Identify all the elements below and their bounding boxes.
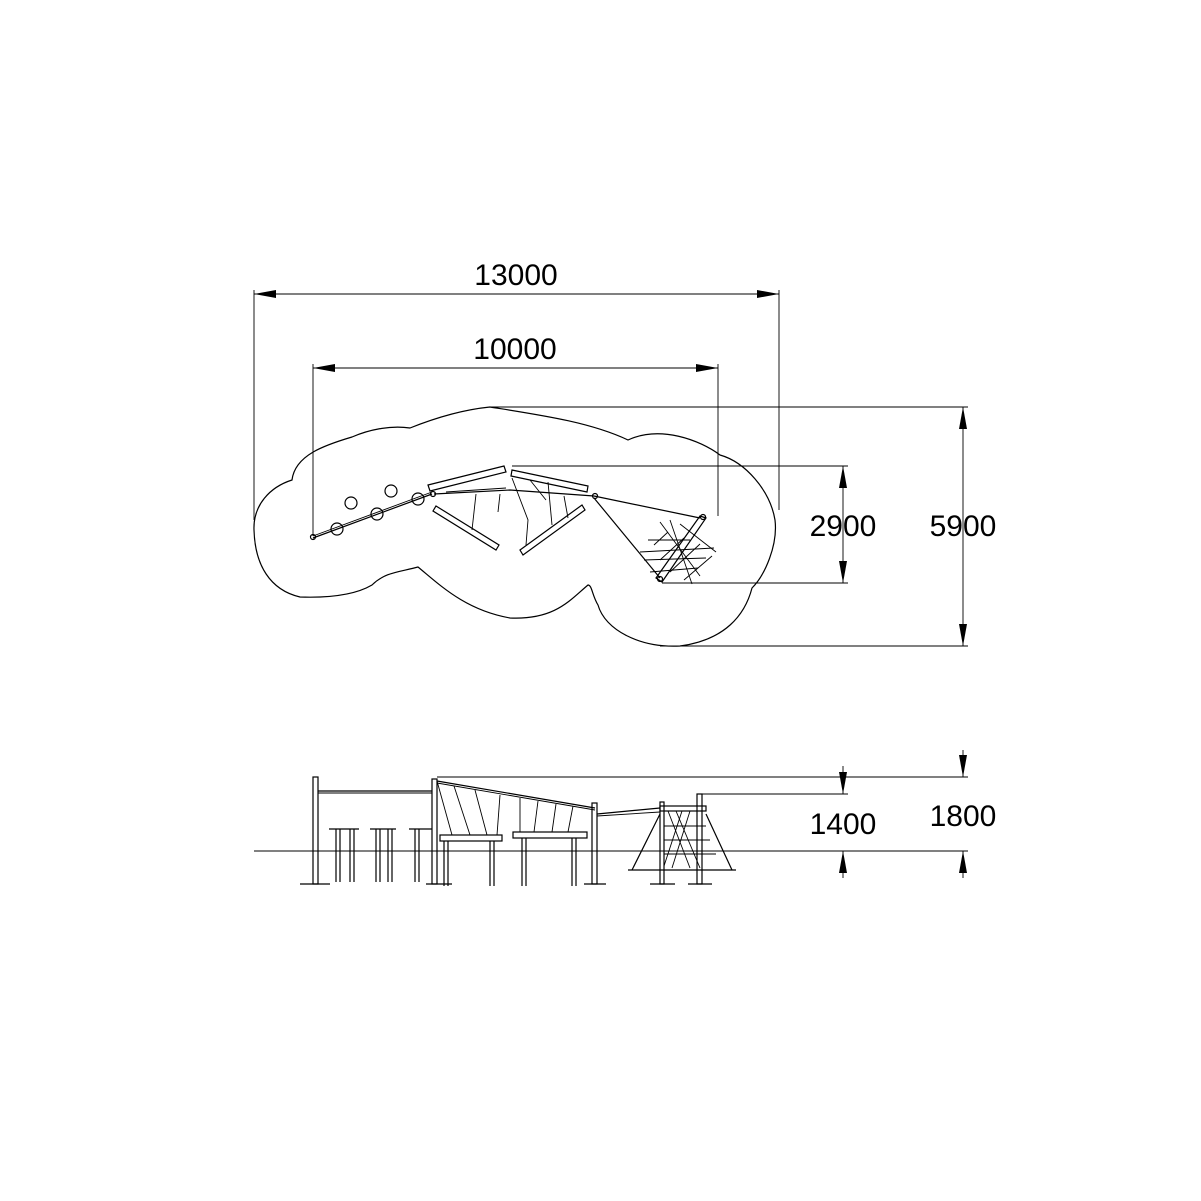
- hanging-bridge: [433, 477, 595, 546]
- stepping-post: [344, 496, 358, 510]
- climbing-tower-side: [628, 793, 736, 885]
- beam: [427, 465, 507, 492]
- beam: [519, 504, 586, 556]
- rope-ramp: [593, 495, 701, 519]
- rope-anchor: [591, 492, 599, 500]
- stepping-posts: [330, 484, 425, 536]
- dimension-label: 10000: [473, 333, 556, 366]
- dimension-platform-height: 1400: [702, 766, 876, 878]
- dimension-max-height: 1800: [437, 750, 996, 878]
- traverse-rope: [312, 491, 433, 537]
- beam: [432, 505, 500, 551]
- dimension-label: 1800: [930, 800, 997, 833]
- rope-ramp-side: [596, 811, 661, 817]
- stepping-posts: [329, 828, 432, 882]
- rope-ramp-side: [596, 807, 661, 815]
- dimension-equipment-width: 2900: [512, 465, 877, 584]
- climbing-tower: [639, 513, 717, 585]
- dimension-label: 13000: [474, 259, 557, 292]
- safety-zone-outline: [253, 406, 777, 647]
- dimension-label: 1400: [810, 808, 877, 841]
- beam: [510, 469, 589, 493]
- stepping-post: [329, 828, 359, 882]
- plan-view: 13000 10000 2900 5900: [253, 259, 997, 647]
- dimension-equipment-length: 10000: [312, 333, 719, 536]
- dimension-label: 2900: [810, 510, 877, 543]
- traverse-rope: [312, 493, 433, 539]
- stepping-post: [409, 828, 432, 882]
- end-post: [300, 776, 330, 885]
- stepping-post: [370, 828, 396, 882]
- side-view: 1400 1800: [254, 750, 996, 886]
- stepping-post: [384, 484, 398, 498]
- balance-beams: [427, 465, 589, 556]
- rope-ramp: [593, 497, 661, 579]
- stepping-post: [370, 507, 384, 521]
- dimension-overall-width: 5900: [490, 406, 997, 647]
- dimension-label: 5900: [930, 510, 997, 543]
- hanging-bridge-side: [426, 778, 606, 886]
- dimension-overall-length: 13000: [253, 259, 780, 520]
